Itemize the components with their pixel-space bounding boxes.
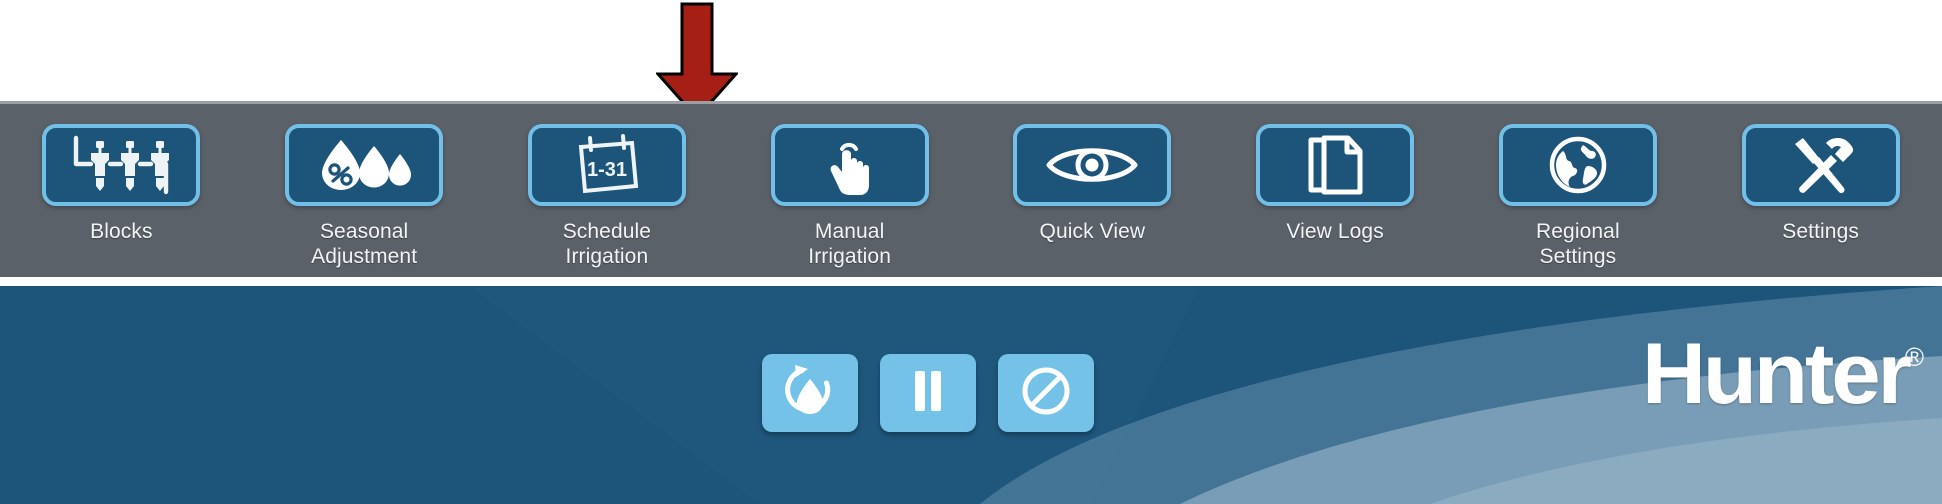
- water-droplets-percent-icon: [316, 136, 412, 194]
- toolbar-label-seasonal-adjustment: Seasonal Adjustment: [311, 220, 418, 268]
- calendar-icon: 1-31: [574, 134, 640, 196]
- toolbar-label-manual-irrigation: Manual Irrigation: [808, 220, 891, 268]
- stop-button[interactable]: [998, 354, 1094, 432]
- toolbar-item-seasonal-adjustment[interactable]: Seasonal Adjustment: [243, 104, 486, 269]
- no-entry-slash-icon: [1021, 366, 1071, 421]
- hunter-wordmark: Hunter: [1641, 326, 1912, 422]
- seasonal-adjustment-button[interactable]: [285, 124, 444, 206]
- bottom-action-bar: Hunter ®: [0, 280, 1942, 504]
- toolbar-item-view-logs[interactable]: View Logs: [1214, 104, 1457, 244]
- toolbar-item-quick-view[interactable]: Quick View: [971, 104, 1214, 244]
- copy-documents-icon: [1307, 134, 1363, 196]
- valves-manifold-icon: [69, 135, 173, 195]
- toolbar-label-blocks: Blocks: [90, 220, 153, 243]
- calendar-range-text: 1-31: [587, 159, 627, 181]
- manual-irrigation-button[interactable]: [770, 124, 929, 206]
- eye-icon: [1045, 140, 1139, 190]
- run-irrigation-button[interactable]: [762, 354, 858, 432]
- blocks-button[interactable]: [42, 124, 201, 206]
- toolbar-item-settings[interactable]: Settings: [1699, 104, 1942, 244]
- main-toolbar: Blocks Seasonal Ad: [0, 101, 1942, 277]
- quick-view-button[interactable]: [1013, 124, 1172, 206]
- hammer-screwdriver-icon: [1786, 134, 1856, 196]
- pause-icon: [912, 370, 944, 417]
- water-drop-refresh-icon: [782, 363, 838, 424]
- toolbar-label-settings: Settings: [1782, 220, 1859, 243]
- hand-pointer-icon: [824, 134, 876, 196]
- toolbar-item-schedule-irrigation[interactable]: 1-31 Schedule Irrigation: [486, 104, 729, 269]
- registered-trademark-mark: ®: [1904, 342, 1924, 372]
- toolbar-item-manual-irrigation[interactable]: Manual Irrigation: [728, 104, 971, 269]
- toolbar-item-regional-settings[interactable]: Regional Settings: [1457, 104, 1700, 269]
- toolbar-label-quick-view: Quick View: [1039, 220, 1146, 243]
- settings-button[interactable]: [1741, 124, 1900, 206]
- schedule-irrigation-button[interactable]: 1-31: [527, 124, 686, 206]
- toolbar-label-schedule-irrigation: Schedule Irrigation: [562, 220, 652, 268]
- globe-icon: [1547, 134, 1609, 196]
- toolbar-label-view-logs: View Logs: [1286, 220, 1384, 243]
- toolbar-label-regional-settings: Regional Settings: [1536, 220, 1620, 268]
- pause-button[interactable]: [880, 354, 976, 432]
- regional-settings-button[interactable]: [1498, 124, 1657, 206]
- action-button-group: [762, 354, 1094, 432]
- hunter-logo: Hunter ®: [1641, 326, 1924, 422]
- toolbar-item-blocks[interactable]: Blocks: [0, 104, 243, 244]
- view-logs-button[interactable]: [1256, 124, 1415, 206]
